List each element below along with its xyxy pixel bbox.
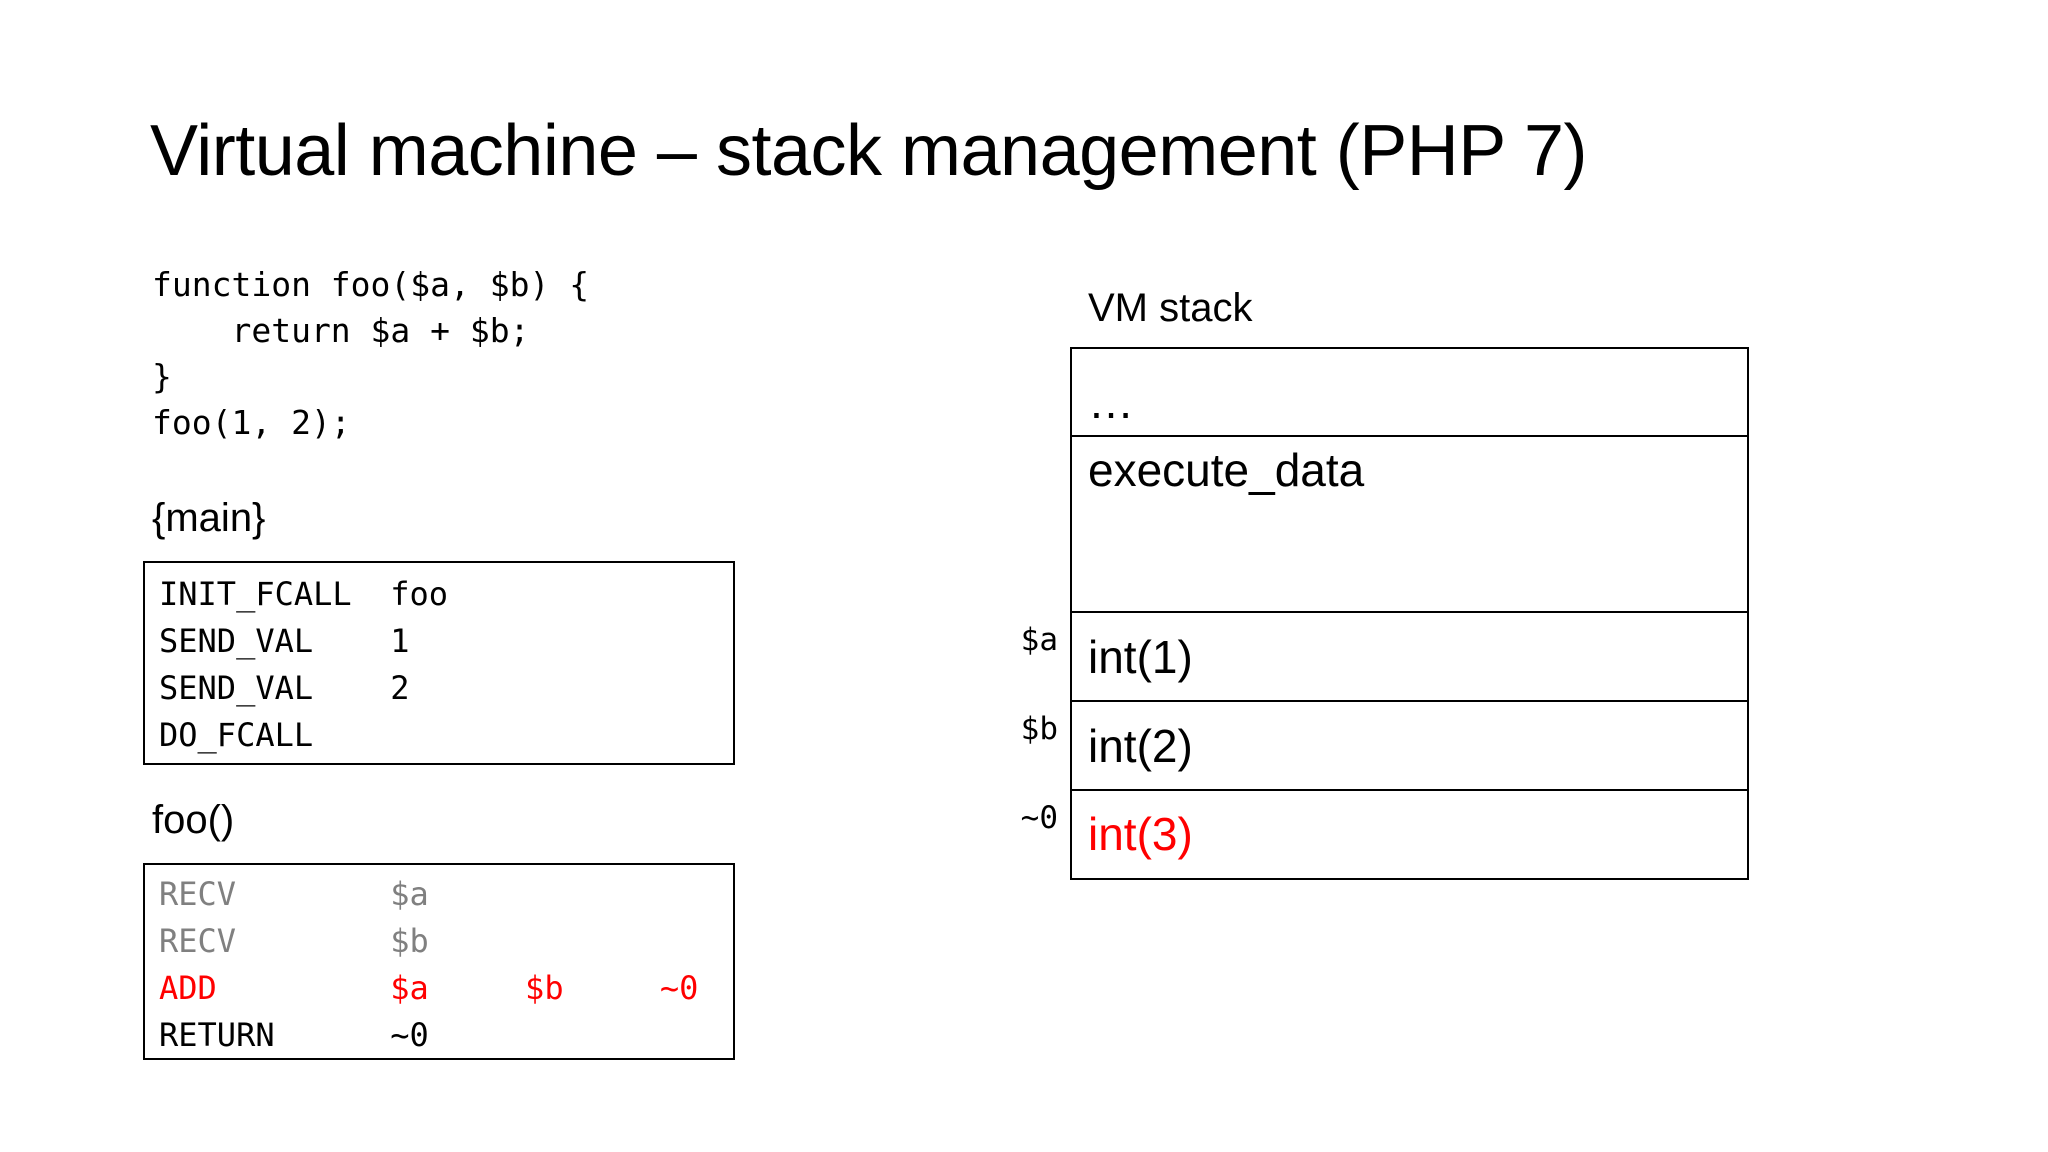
oparray-caption-main: {main} (152, 496, 266, 540)
opline: RETURN ~0 (159, 1016, 429, 1054)
page-title: Virtual machine – stack management (PHP … (150, 111, 1588, 191)
oparray-box-main: INIT_FCALL foo SEND_VAL 1 SEND_VAL 2 DO_… (143, 561, 735, 765)
opline: SEND_VAL 1 (159, 622, 410, 660)
vm-stack-box: … execute_data int(1) int(2) int(3) (1070, 347, 1749, 880)
vm-stack-cell-execute-data: execute_data (1072, 437, 1747, 613)
opline: SEND_VAL 2 (159, 669, 410, 707)
opline: RECV $a (159, 875, 429, 913)
vm-stack-cell-ellipsis: … (1072, 349, 1747, 437)
php-source-code: function foo($a, $b) { return $a + $b; }… (152, 265, 590, 442)
vm-stack-slot-label-a: $a (1020, 622, 1058, 658)
vm-stack-slot-label-b: $b (1020, 711, 1058, 747)
oparray-box-foo: RECV $a RECV $b ADD $a $b ~0 RETURN ~0 (143, 863, 735, 1060)
vm-stack-cell-slot-b: int(2) (1072, 702, 1747, 791)
opline: RECV $b (159, 922, 429, 960)
vm-stack-slot-label-tmp0: ~0 (1020, 800, 1058, 836)
vm-stack-cell-slot-tmp0: int(3) (1088, 808, 1193, 860)
opline: DO_FCALL (159, 716, 314, 754)
vm-stack-cell-slot-a: int(1) (1072, 613, 1747, 702)
vm-stack-label: VM stack (1088, 286, 1253, 330)
oparray-caption-foo: foo() (152, 798, 235, 842)
opline-highlighted: ADD $a $b ~0 (159, 969, 699, 1007)
opline: INIT_FCALL foo (159, 575, 448, 613)
